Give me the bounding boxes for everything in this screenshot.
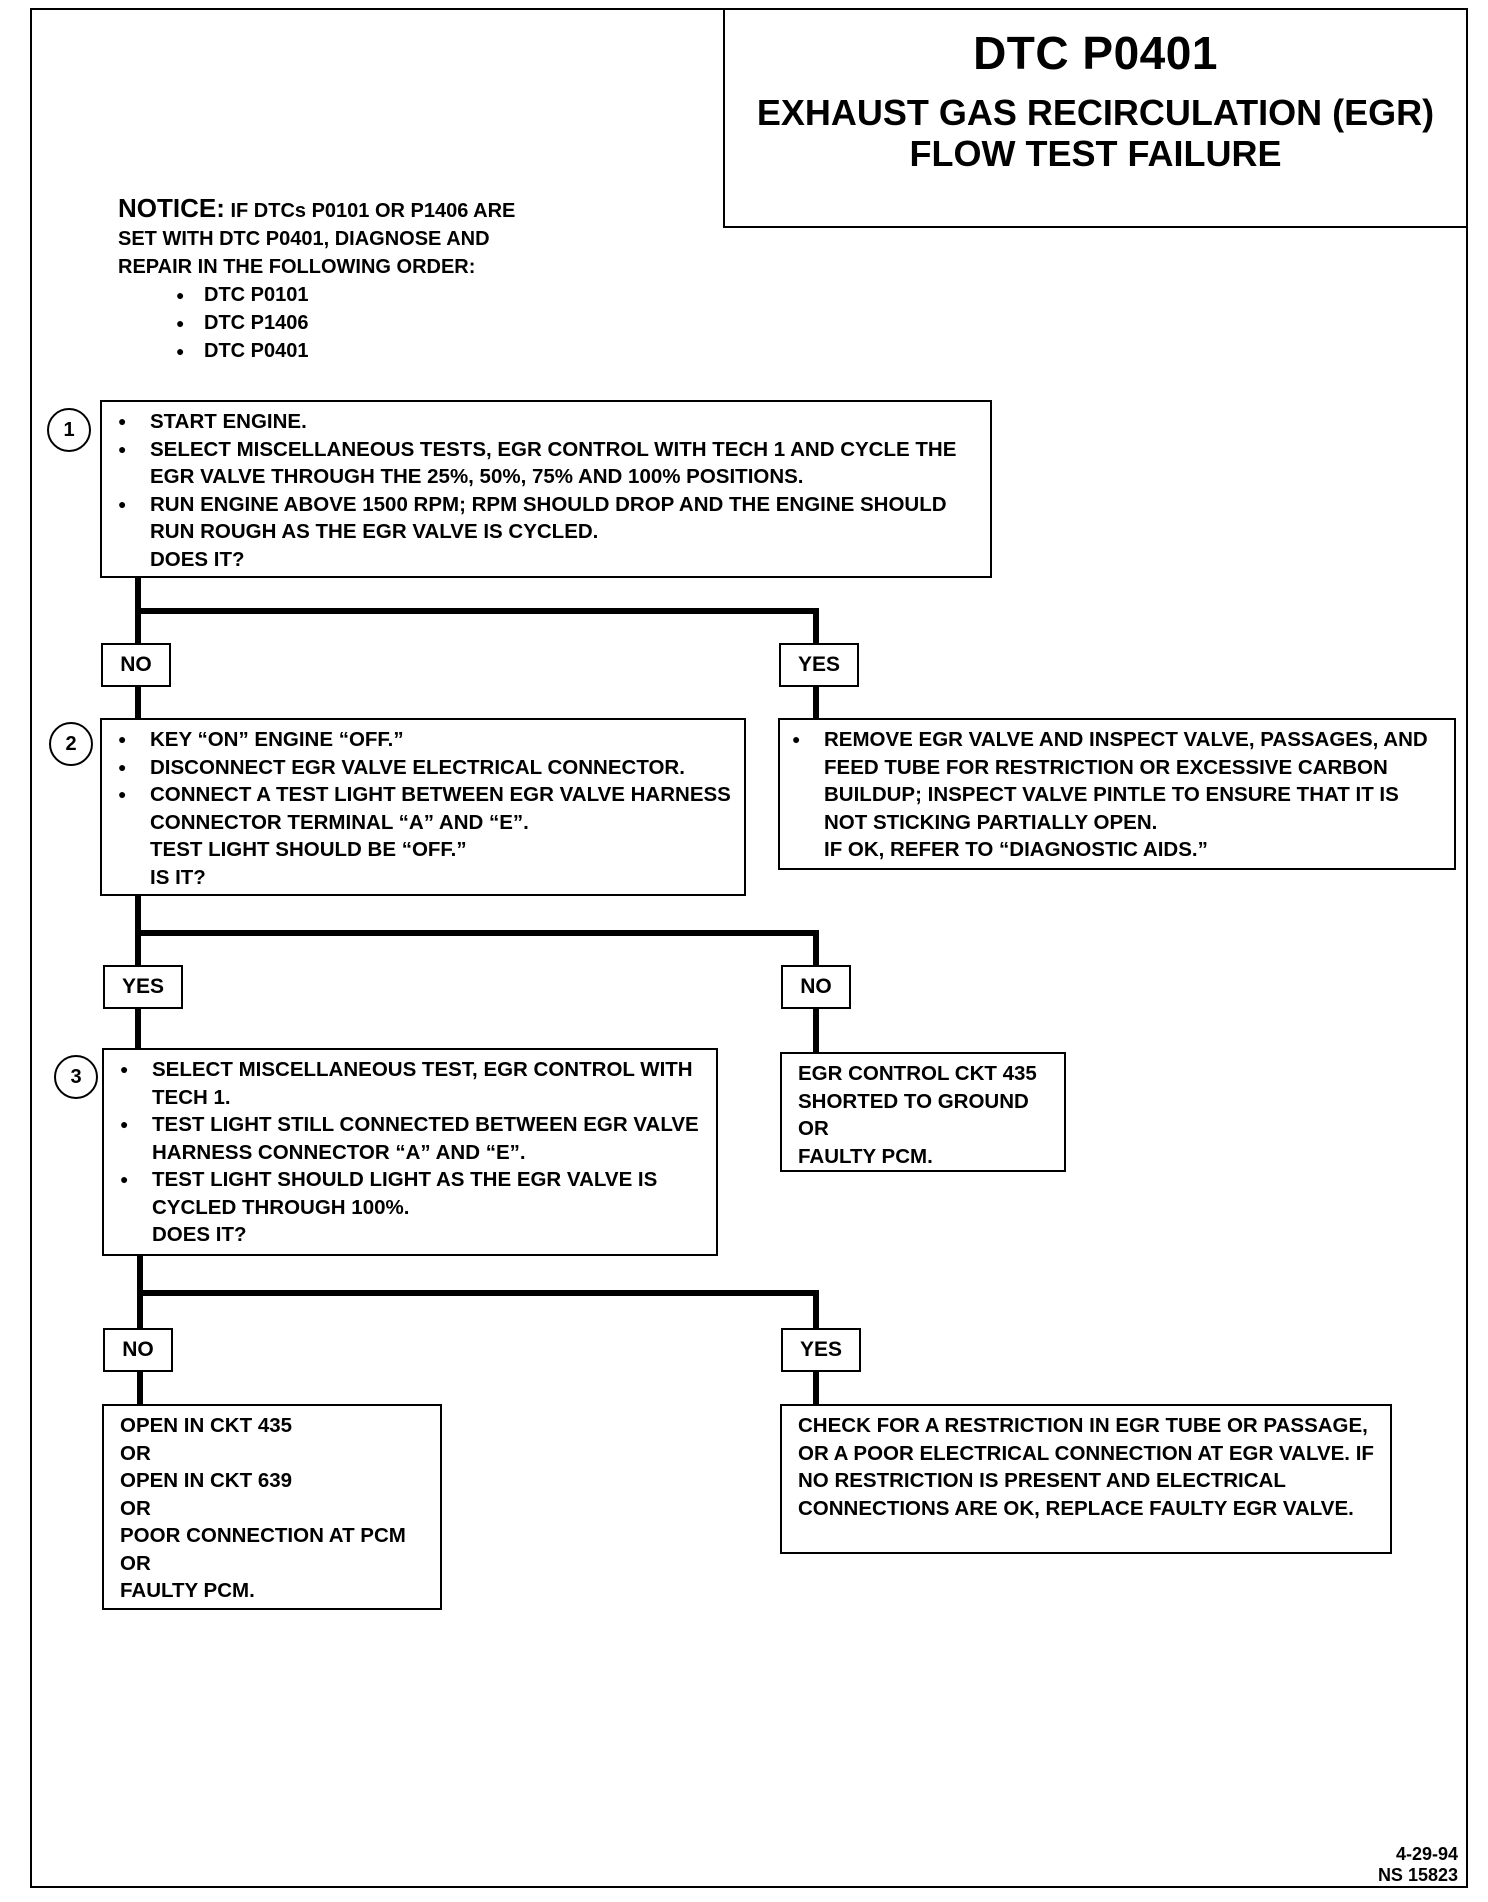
connector-line	[135, 930, 819, 936]
step-3-question: DOES IT?	[152, 1223, 247, 1246]
result-line: POOR CONNECTION AT PCM	[120, 1524, 406, 1547]
step-3-no-label: NO	[103, 1328, 173, 1372]
result-line: OR	[798, 1117, 829, 1140]
step-2-box: KEY “ON” ENGINE “OFF.” DISCONNECT EGR VA…	[100, 718, 746, 896]
step-3-yes-result-text: CHECK FOR A RESTRICTION IN EGR TUBE OR P…	[798, 1414, 1374, 1520]
connector-line	[813, 1009, 819, 1053]
step-1-yes-result-bullet: REMOVE EGR VALVE AND INSPECT VALVE, PASS…	[790, 726, 1444, 836]
step-1-yes-result-tail: IF OK, REFER TO “DIAGNOSTIC AIDS.”	[824, 838, 1208, 861]
notice-text-first: IF DTCs P0101 OR P1406 ARE	[230, 200, 516, 222]
step-2-number: 2	[49, 722, 93, 766]
dtc-description: EXHAUST GAS RECIRCULATION (EGR) FLOW TES…	[725, 92, 1466, 174]
step-2-tail: TEST LIGHT SHOULD BE “OFF.”	[150, 838, 467, 861]
result-line: OR	[120, 1441, 151, 1465]
step-3-yes-label: YES	[781, 1328, 861, 1372]
result-line: OR	[120, 1551, 151, 1575]
step-1-bullet: START ENGINE.	[116, 408, 980, 436]
result-line: OR	[120, 1496, 151, 1520]
notice-order-list: DTC P0101 DTC P1406 DTC P0401	[118, 281, 638, 365]
result-line: SHORTED TO GROUND	[798, 1089, 1029, 1113]
step-3-bullet: SELECT MISCELLANEOUS TEST, EGR CONTROL W…	[118, 1056, 706, 1111]
step-1-question: DOES IT?	[150, 547, 245, 571]
connector-line	[813, 1372, 819, 1406]
result-line: FAULTY PCM.	[120, 1579, 255, 1602]
revision-date: 4-29-94	[1395, 1844, 1458, 1864]
connector-line	[137, 1290, 819, 1296]
result-line: OPEN IN CKT 639	[120, 1469, 293, 1492]
result-line: OPEN IN CKT 435	[120, 1414, 293, 1437]
title-block: DTC P0401 EXHAUST GAS RECIRCULATION (EGR…	[723, 8, 1468, 228]
connector-line	[137, 1372, 143, 1406]
dtc-description-line2: FLOW TEST FAILURE	[909, 133, 1282, 174]
notice-order-item: DTC P0101	[176, 281, 638, 309]
step-3-no-result-box: OPEN IN CKT 435 OR OPEN IN CKT 639 OR PO…	[102, 1404, 442, 1610]
step-2-no-result-box: EGR CONTROL CKT 435 SHORTED TO GROUND OR…	[780, 1052, 1066, 1172]
step-3-bullet: TEST LIGHT STILL CONNECTED BETWEEN EGR V…	[118, 1111, 706, 1166]
step-1-bullet: RUN ENGINE ABOVE 1500 RPM; RPM SHOULD DR…	[116, 491, 980, 546]
step-1-yes-label: YES	[779, 643, 859, 687]
step-3-number: 3	[54, 1055, 98, 1099]
connector-line	[135, 687, 141, 719]
notice-block: NOTICE: IF DTCs P0101 OR P1406 ARE SET W…	[118, 194, 638, 365]
step-2-bullet: DISCONNECT EGR VALVE ELECTRICAL CONNECTO…	[116, 754, 734, 782]
notice-heading: NOTICE:	[118, 193, 225, 223]
connector-line	[135, 1009, 141, 1053]
step-1-number: 1	[47, 408, 91, 452]
step-2-no-label: NO	[781, 965, 851, 1009]
connector-line	[813, 687, 819, 719]
step-1-yes-result-box: REMOVE EGR VALVE AND INSPECT VALVE, PASS…	[778, 718, 1456, 870]
connector-line	[813, 930, 819, 968]
notice-line1: NOTICE: IF DTCs P0101 OR P1406 ARE	[118, 194, 638, 225]
connector-line	[813, 608, 819, 648]
notice-order-item: DTC P1406	[176, 309, 638, 337]
document-reference: NS 15823	[1377, 1865, 1458, 1885]
dtc-code-title: DTC P0401	[973, 27, 1218, 79]
notice-line2: SET WITH DTC P0401, DIAGNOSE AND	[118, 228, 490, 250]
notice-line3: REPAIR IN THE FOLLOWING ORDER:	[118, 256, 476, 278]
step-2-yes-label: YES	[103, 965, 183, 1009]
dtc-description-line1: EXHAUST GAS RECIRCULATION (EGR)	[756, 92, 1435, 133]
step-3-box: SELECT MISCELLANEOUS TEST, EGR CONTROL W…	[102, 1048, 718, 1256]
step-2-bullet: KEY “ON” ENGINE “OFF.”	[116, 726, 734, 754]
step-1-bullet: SELECT MISCELLANEOUS TESTS, EGR CONTROL …	[116, 436, 980, 491]
document-footer: 4-29-94 NS 15823	[1378, 1844, 1458, 1886]
step-2-question: IS IT?	[150, 865, 206, 889]
result-line: EGR CONTROL CKT 435	[798, 1062, 1037, 1085]
step-1-no-label: NO	[101, 643, 171, 687]
connector-line	[813, 1290, 819, 1332]
notice-order-item: DTC P0401	[176, 337, 638, 365]
step-3-bullet: TEST LIGHT SHOULD LIGHT AS THE EGR VALVE…	[118, 1166, 706, 1221]
step-1-box: START ENGINE. SELECT MISCELLANEOUS TESTS…	[100, 400, 992, 578]
step-3-yes-result-box: CHECK FOR A RESTRICTION IN EGR TUBE OR P…	[780, 1404, 1392, 1554]
result-line: FAULTY PCM.	[798, 1144, 933, 1168]
step-2-bullet: CONNECT A TEST LIGHT BETWEEN EGR VALVE H…	[116, 781, 734, 836]
connector-line	[135, 608, 819, 614]
